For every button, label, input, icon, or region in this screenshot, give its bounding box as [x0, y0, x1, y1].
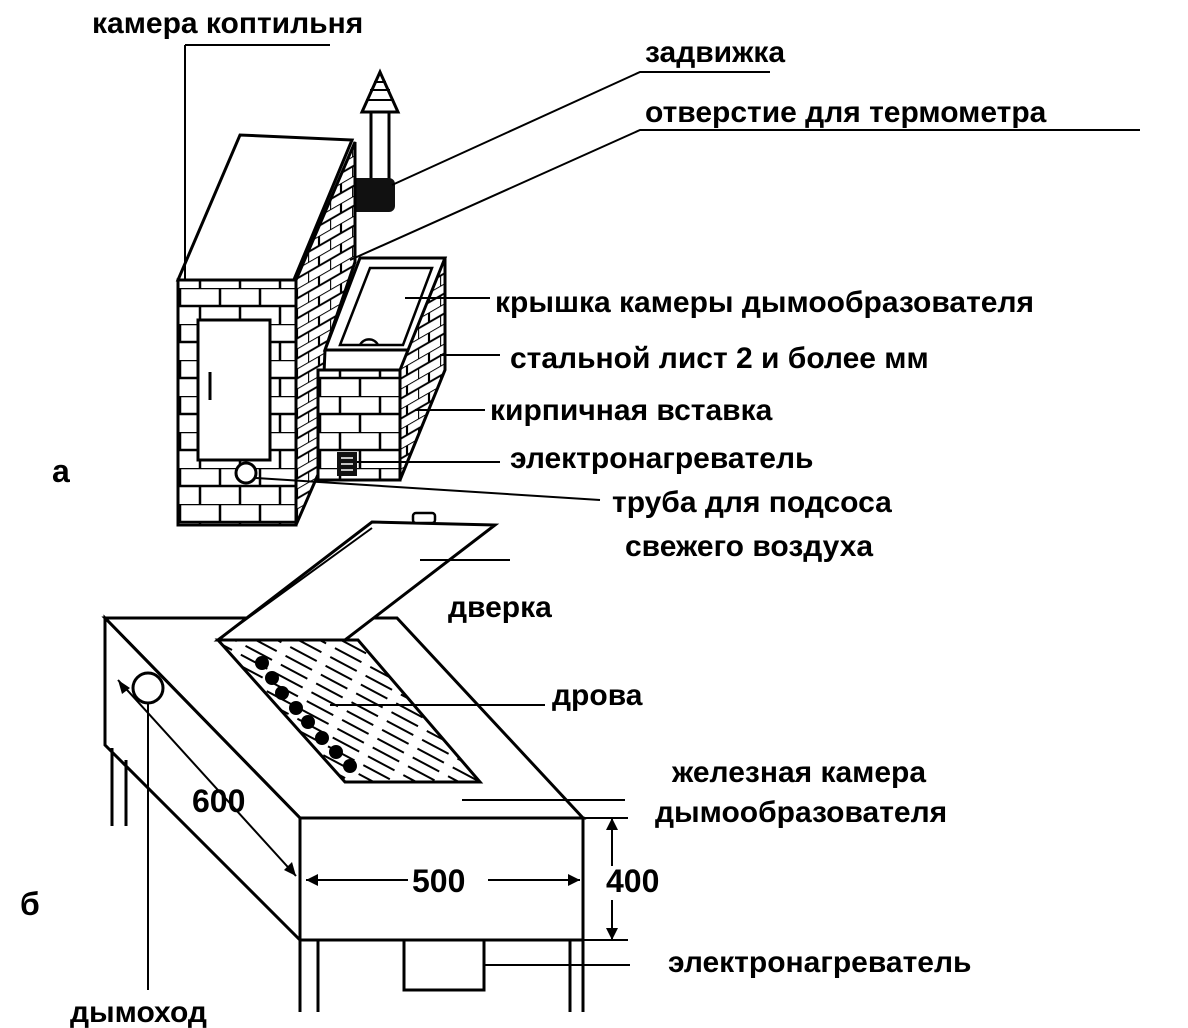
dimension-length: 600	[192, 783, 245, 819]
air-pipe-hole	[234, 461, 258, 485]
chimney-pipe	[359, 68, 401, 187]
figure-b: дверка дрова железная камера дымообразов…	[20, 511, 971, 1028]
label-air-pipe-line2: свежего воздуха	[625, 530, 873, 563]
door-lid	[213, 520, 500, 642]
label-smoke-chamber: камера коптильня	[92, 7, 363, 40]
heater-b	[402, 938, 486, 992]
firewood-logs	[255, 656, 357, 773]
label-firewood: дрова	[552, 679, 643, 712]
label-iron-chamber-line1: железная камера	[671, 756, 926, 789]
generator-lid	[338, 266, 434, 347]
door-handle	[411, 511, 437, 525]
brick-insert-side	[398, 257, 447, 481]
dimension-height: 400	[606, 863, 659, 899]
label-generator-lid: крышка камеры дымообразователя	[495, 286, 1034, 319]
label-brick-insert: кирпичная вставка	[490, 394, 773, 427]
chimney-hole	[131, 671, 165, 705]
brick-insert-front	[316, 368, 402, 482]
label-damper: задвижка	[645, 36, 785, 69]
dimension-width: 500	[412, 863, 465, 899]
figure-letter-b: б	[20, 886, 40, 922]
figure-a: камера коптильня задвижка отверстие для …	[52, 7, 1140, 563]
label-steel-sheet: стальной лист 2 и более мм	[510, 342, 929, 375]
figure-letter-a: а	[52, 453, 70, 489]
label-heater-b: электронагреватель	[668, 946, 971, 979]
label-air-pipe-line1: труба для подсоса	[612, 486, 892, 519]
label-chimney: дымоход	[70, 996, 207, 1028]
label-thermometer-hole: отверстие для термометра	[645, 96, 1047, 129]
label-heater-a: электронагреватель	[510, 442, 813, 475]
label-door: дверка	[448, 591, 552, 624]
label-iron-chamber-line2: дымообразователя	[655, 796, 947, 829]
